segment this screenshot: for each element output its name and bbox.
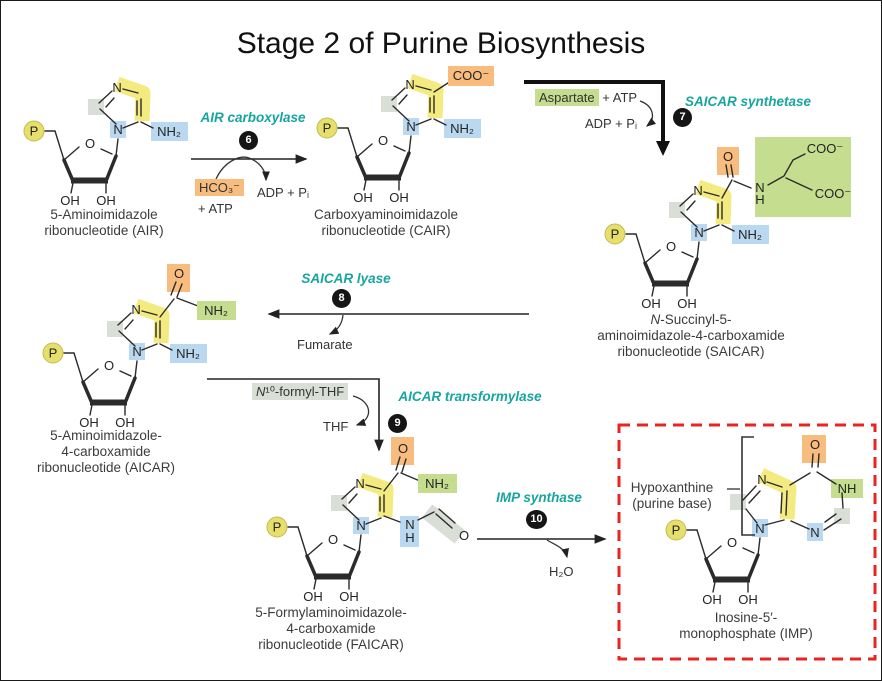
aspartate-reagent: Aspartate + ATP <box>535 89 638 106</box>
n1h-label: NH <box>838 481 857 496</box>
amine-highlight <box>732 225 769 244</box>
fumarate-product: Fumarate <box>297 337 353 352</box>
amide-n: N <box>755 180 764 195</box>
n3-highlight <box>807 523 823 541</box>
step-9-badge: 9 <box>388 414 407 433</box>
amine-label: NH₂ <box>157 124 181 139</box>
succinyl-highlight <box>755 137 851 217</box>
imp-name: Inosine-5′- monophosphate (IMP) <box>679 610 813 641</box>
cofactor-arrow-6 <box>215 156 270 182</box>
amine-highlight <box>151 122 188 141</box>
amine-label: NH₂ <box>738 227 762 242</box>
carbonyl-highlight <box>717 147 739 175</box>
thf-arrow-9 <box>352 395 370 426</box>
enzyme-aicar-transformylase: AICAR transformylase <box>398 389 542 404</box>
saicar-name: N-Succinyl-5- aminoimidazole-4-carboxami… <box>597 312 785 359</box>
carboxylate-label: COO⁻ <box>453 68 489 83</box>
hypoxanthine-bracket <box>741 436 755 536</box>
n9-label: N <box>755 521 764 536</box>
formyl-n: N <box>405 517 414 532</box>
amine-label: NH₂ <box>176 346 200 361</box>
n7-label: N <box>757 472 766 487</box>
arrow-step7-elbow <box>524 80 670 156</box>
formyl-oxygen: O <box>459 528 469 543</box>
amine-highlight <box>444 119 481 138</box>
water-arrow-10 <box>546 539 569 559</box>
succinyl-coo-top: COO⁻ <box>807 141 843 156</box>
step-7-badge: 7 <box>673 108 692 127</box>
air-name: 5-Aminoimidazole ribonucleotide (AIR) <box>44 207 164 238</box>
enzyme-saicar-synthetase: SAICAR synthetase <box>684 94 812 109</box>
carbonyl-highlight <box>391 437 414 465</box>
step-10-badge: 10 <box>526 510 547 529</box>
enzyme-saicar-lyase: SAICAR lyase <box>301 271 391 286</box>
bicarbonate-reagent: HCO₃⁻ <box>195 179 245 196</box>
n3-label: N <box>810 525 819 540</box>
formyl-h: H <box>405 530 414 545</box>
step-6-badge: 6 <box>239 131 258 150</box>
faicar-structure: O NH₂ N H O <box>267 437 469 604</box>
cair-name: Carboxyaminoimidazole ribonucleotide (CA… <box>313 207 459 238</box>
carbonyl-oxygen: O <box>174 266 184 281</box>
amine-label: NH₂ <box>450 121 474 136</box>
oxo-oxygen: O <box>810 437 820 452</box>
c2-gray-highlight <box>834 508 850 524</box>
aspartate-highlight: Aspartate <box>535 89 599 106</box>
air-structure: NH₂ <box>24 80 188 208</box>
amide-highlight <box>418 474 457 493</box>
saicar-structure: NH₂ O N H COO⁻ COO⁻ <box>605 137 851 311</box>
aicar-name: 5-Aminoimidazole- 4-carboxamide ribonucl… <box>36 428 176 475</box>
amide-highlight <box>197 301 236 320</box>
formyl-thf-highlight: N¹⁰-formyl-THF <box>252 383 349 400</box>
adp-pi-product-7: ADP + Pᵢ <box>585 116 638 131</box>
c8-gray-highlight <box>730 494 746 510</box>
amide-h: H <box>755 192 764 207</box>
cofactor-arrow-7 <box>639 100 657 127</box>
formyl-n-highlight <box>400 516 419 547</box>
amine-highlight <box>170 344 207 363</box>
amide-label: NH₂ <box>425 476 449 491</box>
n9-highlight <box>752 519 768 537</box>
enzyme-air-carboxylase: AIR carboxylase <box>200 110 306 125</box>
page-title: Stage 2 of Purine Biosynthesis <box>236 27 646 60</box>
step-8-badge: 8 <box>332 289 351 308</box>
arrow-step9-elbow <box>207 378 384 452</box>
water-product: H₂O <box>549 564 574 579</box>
formyl-thf-reagent: N¹⁰-formyl-THF <box>252 383 349 400</box>
product-highlight-box <box>617 423 877 661</box>
bicarbonate-highlight: HCO₃⁻ <box>195 179 245 196</box>
enzyme-imp-synthase: IMP synthase <box>496 490 582 505</box>
atp-reagent-7: + ATP <box>602 90 638 105</box>
atp-reagent-6: + ATP <box>198 201 233 216</box>
carbonyl-oxygen: O <box>398 441 408 456</box>
amide-label: NH₂ <box>204 303 228 318</box>
cair-structure: NH₂ COO⁻ <box>317 66 494 205</box>
thf-product: THF <box>323 419 349 434</box>
formyl-highlight <box>421 504 466 544</box>
adp-pi-product-6: ADP + Pᵢ <box>257 185 310 200</box>
yellow-highlight <box>757 468 797 520</box>
oxo-highlight <box>802 435 826 463</box>
imp-structure: O N N N NH <box>666 435 863 607</box>
nh-highlight <box>831 479 863 498</box>
carboxylate-highlight <box>448 66 494 86</box>
faicar-name: 5-Formylaminoimidazole- 4-carboxamide ri… <box>255 605 407 652</box>
carbonyl-oxygen: O <box>723 149 733 164</box>
carbonyl-highlight <box>167 264 190 292</box>
hypoxanthine-label: Hypoxanthine (purine base) <box>630 480 714 511</box>
fumarate-arrow-8 <box>328 314 344 335</box>
succinyl-coo-bottom: COO⁻ <box>815 186 851 201</box>
aicar-structure: NH₂ O NH₂ <box>43 264 236 430</box>
